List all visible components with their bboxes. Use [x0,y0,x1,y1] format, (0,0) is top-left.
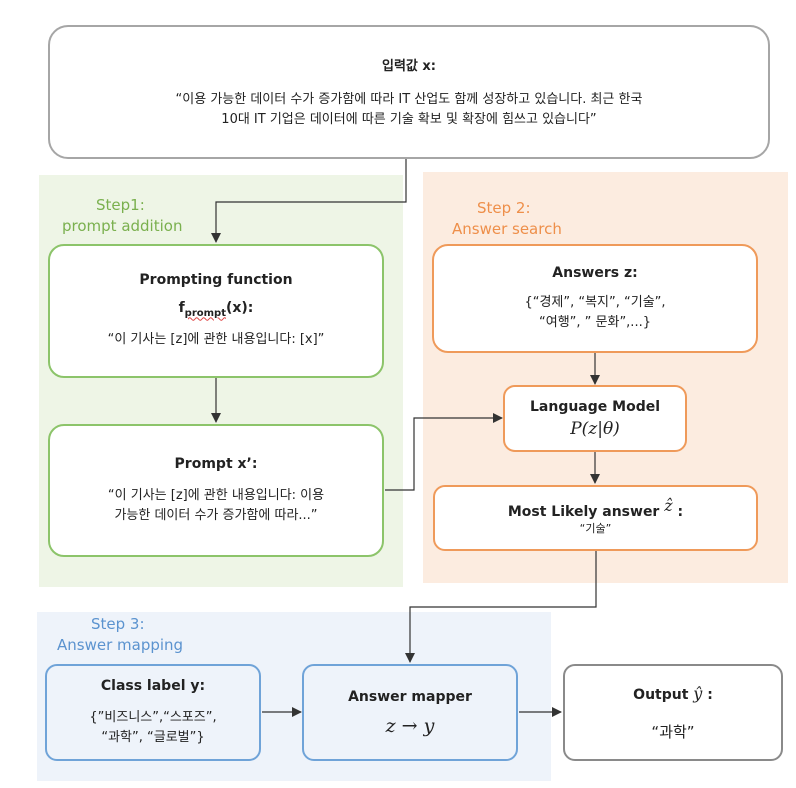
step2-label: Step 2: Answer search [452,198,622,240]
output-title: Output [633,686,689,703]
answer-mapper-title: Answer mapper [348,688,472,705]
arrow-prompt-to-lm [385,413,503,491]
answer-mapper-box: Answer mapper z → y [302,664,518,761]
prompt-box: Prompt x’: “이 기사는 [z]에 관한 내용입니다: 이용 가능한 … [48,424,384,557]
formula-f: f [178,299,185,316]
language-model-formula: P(z|θ) [570,418,620,439]
prompting-function-template: “이 기사는 [z]에 관한 내용입니다: [x]” [107,332,325,348]
input-title: 입력값 x: [382,58,436,74]
step3-label-line2: Answer mapping [57,636,184,654]
prompt-text-line2: 가능한 데이터 수가 증가함에 따라...” [114,507,318,523]
output-box: Output ŷ : “과학” [563,664,783,761]
step3-label-line1: Step 3: [91,615,145,633]
answers-text-line1: {“경제”, “복지”, “기술”, [524,294,666,310]
class-label-line2: “과학”, “글로벌”} [101,729,205,745]
step1-label-line2: prompt addition [62,217,183,235]
formula-args: (x): [225,299,254,316]
class-label-line1: {”비즈니스”,“스포즈”, [89,709,217,725]
most-likely-colon: : [677,503,684,520]
prompt-text-line1: “이 기사는 [z]에 관한 내용입니다: 이용 [107,487,325,503]
prompting-function-title: Prompting function [139,271,293,288]
answers-box: Answers z: {“경제”, “복지”, “기술”, “여행”, ” 문화… [432,244,758,353]
class-label-title: Class label y: [100,677,206,694]
most-likely-value: “기술” [579,521,612,535]
most-likely-title-row: Most Likely answer ẑ : [507,496,684,520]
prompt-title: Prompt x’: [174,455,258,472]
arrow-mostlikely-to-mapper [405,551,597,663]
answers-text-line2: “여행”, ” 문화”,...} [539,314,651,330]
answers-title: Answers z: [552,264,638,281]
input-box: 입력값 x: “이용 가능한 데이터 수가 증가함에 따라 IT 산업도 함께 … [48,25,770,159]
prompting-function-box: Prompting function fprompt(x): “이 기사는 [z… [48,244,384,378]
z-hat-symbol: ẑ [664,495,673,515]
most-likely-title: Most Likely answer [507,503,660,520]
step3-label: Step 3: Answer mapping [57,614,227,656]
y-hat-symbol: ŷ [693,683,703,703]
input-text-line1: “이용 가능한 데이터 수가 증가함에 따라 IT 산업도 함께 성장하고 있습… [175,91,643,107]
output-title-row: Output ŷ : [633,684,713,703]
input-text-line2: 10대 IT 기업은 데이터에 따른 기술 확보 및 확장에 힘쓰고 있습니다” [221,111,597,127]
answer-mapper-formula: z → y [385,714,435,737]
step1-label: Step1: prompt addition [62,195,232,237]
most-likely-box: Most Likely answer ẑ : “기술” [433,485,758,551]
step1-label-line1: Step1: [96,196,145,214]
prompting-function-formula: fprompt(x): [179,300,254,319]
step2-label-line1: Step 2: [477,199,531,217]
output-value: “과학” [651,722,695,741]
language-model-box: Language Model P(z|θ) [503,385,687,452]
step2-label-line2: Answer search [452,220,562,238]
arrow-input-to-prompting [211,158,407,243]
formula-subscript: prompt [184,307,226,319]
output-colon: : [707,686,713,703]
language-model-title: Language Model [529,398,661,415]
class-label-box: Class label y: {”비즈니스”,“스포즈”, “과학”, “글로벌… [45,664,261,761]
